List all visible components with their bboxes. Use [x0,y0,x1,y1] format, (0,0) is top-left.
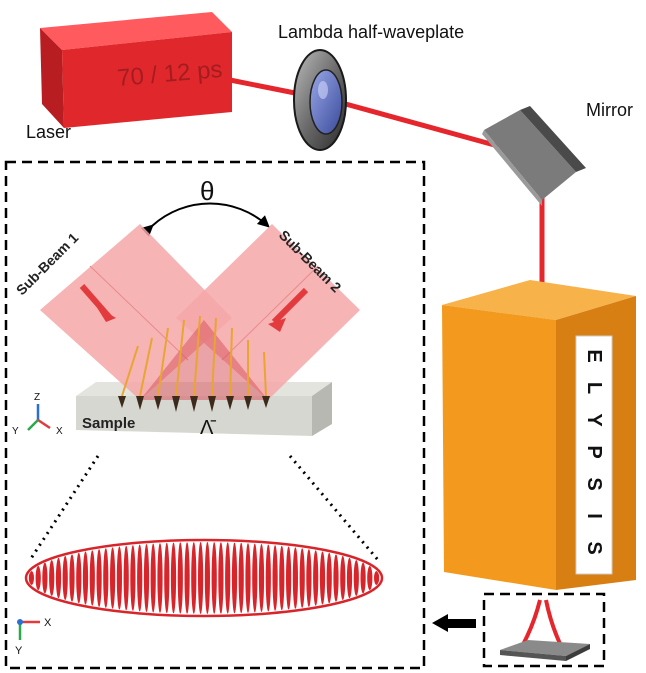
fringe-line [137,544,143,612]
axes-2d-icon: X Y [15,617,52,657]
fringe-line [143,544,150,612]
fringe-line [238,542,244,614]
axis-3d-x-label: X [56,426,63,437]
fringe-ellipse [24,538,384,618]
waveplate [293,49,347,151]
fringe-line [184,542,190,614]
fringe-line [340,555,346,601]
fringe-line [82,551,89,605]
fringe-line [42,562,48,594]
fringe-line [319,551,326,605]
zoom-line-right [288,455,380,561]
laser-label: Laser [26,122,71,142]
elypsis-letter: S [583,541,605,554]
fringe-line [326,552,332,604]
axes-3d-icon: Z Y X [12,392,63,437]
mirror-label: Mirror [586,100,633,120]
elypsis-letter: S [583,477,605,490]
fringe-line [96,549,102,607]
fringe-line [346,557,353,599]
fringe-line [123,545,129,611]
fringe-line [62,555,68,601]
axis-2d-y-label: Y [15,645,23,657]
fringe-line [286,546,292,610]
fringe-line [150,543,156,613]
elypsis-letter: L [583,382,605,394]
fringe-line [164,542,170,614]
fringe-line [35,565,41,591]
waveplate-label: Lambda half-waveplate [278,22,464,42]
fringe-line [360,562,366,594]
axis-2d-x-label: X [44,617,52,629]
sample-label: Sample [82,415,135,432]
fringe-line [110,547,116,609]
period-label: Λ̄ [200,417,216,439]
fringe-line [225,542,231,614]
fringe-line [69,554,75,602]
inset-dashed-box [4,160,426,670]
elypsis-letter: E [583,349,605,362]
fringe-line [231,542,238,614]
interference-region [118,315,270,412]
fringe-line [306,549,312,607]
fringe-line [116,546,122,610]
elypsis-letter: Y [583,413,605,427]
fringe-line [55,557,62,599]
fringe-line [218,542,224,614]
elypsis-letter: I [583,513,605,519]
fringe-line [49,560,55,596]
output-sample-plate [500,640,590,661]
elypsis-letters: E L Y P S I S [583,349,605,554]
theta-label: θ [200,176,214,206]
zoom-line-left [28,455,100,561]
fringe-line [374,571,380,585]
elypsis-letter: P [583,445,605,458]
fringe-line [292,547,298,609]
mirror [482,106,586,206]
elypsis-box: E L Y P S I S [442,280,636,590]
fringe-line [157,543,163,613]
arrow-left-icon [432,614,476,632]
axis-3d-z-label: Z [34,392,40,403]
fringe-line [252,543,258,613]
fringe-line [272,545,278,611]
laser-box: 70 / 12 ps [40,12,232,128]
fringe-line [191,542,197,614]
fringe-line [170,542,177,614]
fringe-line [76,552,82,604]
fringe-line [177,542,183,614]
fringe-line [89,550,95,606]
fringe-line [367,565,373,591]
fringe-line [211,542,217,614]
fringe-line [103,548,109,608]
fringe-line [28,571,34,585]
fringe-line [130,545,136,611]
fringe-line [313,550,319,606]
fringe-line [198,542,204,614]
elypsis-label-panel [575,335,613,575]
fringe-line [353,560,359,596]
fringe-line [245,543,251,613]
fringe-line [333,554,339,602]
fringe-line [258,544,265,612]
fringe-line [204,542,210,614]
fringe-line [265,544,271,612]
fringe-line [299,548,305,608]
theta-arc [140,202,270,237]
axis-3d-y-label: Y [12,426,19,437]
fringe-line [279,545,285,611]
